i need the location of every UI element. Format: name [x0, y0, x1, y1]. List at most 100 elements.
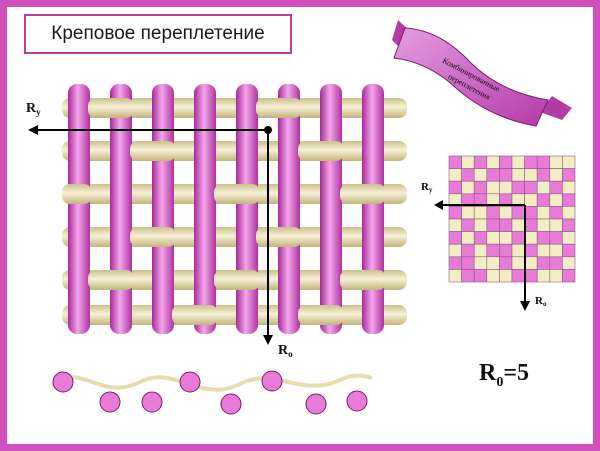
- grid-cell: [536, 243, 551, 258]
- weft-float: [62, 184, 92, 204]
- grid-cell: [461, 231, 475, 245]
- grid-cell: [524, 231, 538, 245]
- grid-cell: [461, 269, 475, 283]
- warp-thread: [68, 84, 90, 334]
- grid-cell: [536, 180, 551, 195]
- warp-thread: [362, 84, 384, 334]
- grid-cell: [461, 218, 475, 232]
- grid-cell: [562, 193, 576, 207]
- ro-main-label: Rо: [278, 343, 293, 359]
- weft-float: [256, 98, 302, 118]
- warp-cross-section: [52, 371, 74, 393]
- grid-cell: [499, 180, 513, 195]
- title-box: Креповое переплетение: [24, 14, 292, 54]
- ribbon-banner: Комбинированные переплетения: [392, 20, 572, 127]
- grid-cell: [536, 193, 551, 207]
- warp-thread: [320, 84, 342, 334]
- grid-cell: [562, 269, 576, 283]
- grid-cell: [511, 206, 525, 220]
- grid-cell: [536, 206, 551, 220]
- grid-cell: [499, 269, 513, 283]
- grid-cell: [486, 180, 500, 195]
- grid-cell: [473, 180, 488, 195]
- grid-cell: [448, 269, 462, 283]
- grid-cell: [461, 206, 475, 220]
- grid-cell: [486, 168, 500, 182]
- grid-cell: [562, 256, 576, 270]
- grid-cell: [536, 256, 551, 270]
- grid-cell: [562, 243, 576, 258]
- grid-cell: [499, 155, 513, 169]
- weft-float: [298, 305, 344, 325]
- grid-cell: [486, 155, 500, 169]
- grid-cell: [524, 155, 538, 169]
- ribbon-right-tail: [540, 96, 572, 120]
- grid-cell: [524, 269, 538, 283]
- grid-cell: [448, 180, 462, 195]
- grid-cell: [461, 180, 475, 195]
- grid-cell: [448, 231, 462, 245]
- grid-cell: [473, 256, 488, 270]
- grid-cell: [549, 168, 563, 182]
- weave-structure: [62, 84, 407, 334]
- weft-float: [130, 141, 176, 161]
- grid-cell: [448, 168, 462, 182]
- grid-cell: [499, 231, 513, 245]
- ry-small-label: Rу: [421, 181, 433, 194]
- warp-thread: [110, 84, 132, 334]
- grid-cell: [549, 269, 563, 283]
- weft-float: [256, 227, 302, 247]
- warp-cross-section: [305, 393, 327, 415]
- grid-cell: [486, 256, 500, 270]
- warp-cross-section: [179, 371, 201, 393]
- weft-float: [298, 141, 344, 161]
- page-title: Креповое переплетение: [51, 23, 265, 44]
- warp-cross-section: [141, 391, 163, 413]
- grid-cell: [461, 168, 475, 182]
- grid-cell: [461, 155, 475, 169]
- weft-float: [88, 270, 134, 290]
- weft-floats: [62, 98, 386, 325]
- grid-cell: [473, 155, 488, 169]
- grid-cell: [524, 180, 538, 195]
- grid-cell: [536, 218, 551, 232]
- grid-cell: [499, 218, 513, 232]
- grid-cell: [486, 206, 500, 220]
- grid-cell: [524, 206, 538, 220]
- grid-cell: [448, 243, 462, 258]
- grid-cell: [448, 218, 462, 232]
- grid-ry-arrow-icon: [434, 200, 443, 210]
- grid-cell: [511, 218, 525, 232]
- warp-cross-section: [99, 391, 121, 413]
- grid-cell: [473, 218, 488, 232]
- grid-cell: [511, 168, 525, 182]
- grid-cell: [448, 256, 462, 270]
- ry-main-label: Rу: [26, 101, 41, 117]
- repeat-size-label: R0=5: [479, 360, 530, 390]
- grid-cell: [562, 155, 576, 169]
- grid-cell: [461, 256, 475, 270]
- origin-dot: [264, 126, 272, 134]
- weft-float: [214, 270, 260, 290]
- weft-float: [340, 184, 386, 204]
- grid-cell: [499, 168, 513, 182]
- warp-thread: [236, 84, 258, 334]
- main-axes: Rу Rо: [26, 101, 293, 359]
- weave-grid: [448, 155, 576, 283]
- warp-thread: [278, 84, 300, 334]
- grid-cell: [511, 243, 525, 258]
- grid-cell: [473, 168, 488, 182]
- grid-cell: [511, 256, 525, 270]
- grid-cell: [473, 269, 488, 283]
- grid-cell: [499, 243, 513, 258]
- ribbon-body: [393, 27, 549, 127]
- weft-float: [214, 184, 260, 204]
- grid-cell: [562, 180, 576, 195]
- grid-cell: [549, 206, 563, 220]
- grid-cell: [562, 218, 576, 232]
- grid-cell: [524, 168, 538, 182]
- weft-float: [130, 227, 176, 247]
- grid-ro-arrow-icon: [520, 301, 530, 311]
- grid-axes: Rу Rо: [421, 181, 547, 311]
- ro-small-label: Rо: [535, 295, 547, 308]
